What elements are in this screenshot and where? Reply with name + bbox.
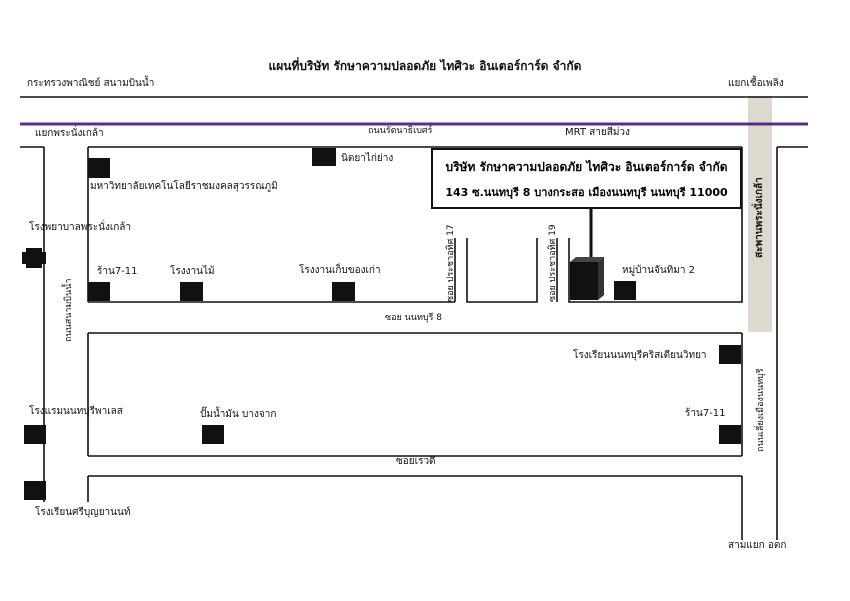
nitaya-marker	[312, 148, 336, 166]
label-sanambinnam-road: ถนนสนามบินน้ำ	[64, 278, 74, 342]
soi19-right	[568, 147, 743, 303]
junk-factory-marker	[332, 282, 355, 301]
label-mrt: MRT สายสีม่วง	[565, 127, 630, 138]
christian-school-marker	[719, 345, 741, 364]
label-nitaya: นิตยาไก่ย่าง	[341, 153, 394, 164]
village-marker	[614, 281, 636, 300]
label-sriboon-school: โรงเรียนศรีบุญยานนท์	[35, 507, 131, 518]
label-hospital: โรงพยาบาลพระนั่งเกล้า	[29, 222, 132, 233]
label-village: หมู่บ้านจันทิมา 2	[622, 265, 696, 276]
seven-1-marker	[88, 282, 110, 301]
label-left-junction: แยกพระนั่งเกล้า	[35, 128, 104, 139]
label-soi-17: ซอย ประชาอุทิศ 17	[446, 224, 456, 302]
label-soi-nonthaburi-8: ซอย นนทบุรี 8	[385, 313, 443, 323]
wood-factory-marker	[180, 282, 203, 301]
company-name: บริษัท รักษาความปลอดภัย ไทศิวะ อินเตอร์ก…	[445, 160, 728, 174]
label-bypass-road: ถนนเลี่ยงเมืองนนทบุรี	[756, 368, 766, 452]
label-hotel: โรงแรมนนทบุรีพาเลส	[29, 406, 123, 417]
label-bottom-junction: สามแยก อตก	[728, 540, 787, 551]
label-top-left: กระทรวงพาณิชย์ สนามบินน้ำ	[27, 78, 155, 89]
label-wood-factory: โรงงานไม้	[170, 266, 215, 277]
label-soi-rewadee: ซอยเรวดี	[396, 456, 436, 467]
label-junk-factory: โรงงานเก็บของเก่า	[299, 265, 381, 276]
hospital-icon	[22, 248, 46, 268]
label-top-right: แยกเชื้อเพลิง	[728, 78, 784, 89]
hotel-marker	[24, 425, 46, 444]
company-address: 143 ซ.นนทบุรี 8 บางกระสอ เมืองนนทบุรี นน…	[445, 186, 728, 199]
label-christian-school: โรงเรียนนนทบุรีคริสเตียนวิทยา	[573, 350, 707, 361]
label-college: มหาวิทยาลัยเทคโนโลยีราชมงคลสุวรรณภูมิ	[90, 181, 278, 192]
label-seven-2: ร้าน7-11	[685, 408, 726, 419]
label-gas-station: ปั๊มน้ำมัน บางจาก	[200, 409, 277, 420]
soi17-right	[466, 238, 538, 303]
label-seven-1: ร้าน7-11	[97, 266, 138, 277]
label-ratthanathibet: ถนนรัตนาธิเบศร์	[368, 126, 433, 136]
company-building-icon	[570, 257, 604, 300]
sriboon-school-marker	[24, 481, 46, 500]
college-marker	[88, 158, 110, 178]
map-title: แผนที่บริษัท รักษาความปลอดภัย ไทศิวะ อิน…	[268, 59, 582, 73]
label-bridge: สะพานพระนั่งเกล้า	[754, 177, 765, 258]
company-info-box: บริษัท รักษาความปลอดภัย ไทศิวะ อินเตอร์ก…	[431, 148, 742, 209]
gas-station-marker	[202, 425, 224, 444]
seven-2-marker	[719, 425, 741, 444]
bridge-strip	[748, 96, 772, 332]
label-soi-19: ซอย ประชาอุทิศ 19	[548, 224, 558, 302]
